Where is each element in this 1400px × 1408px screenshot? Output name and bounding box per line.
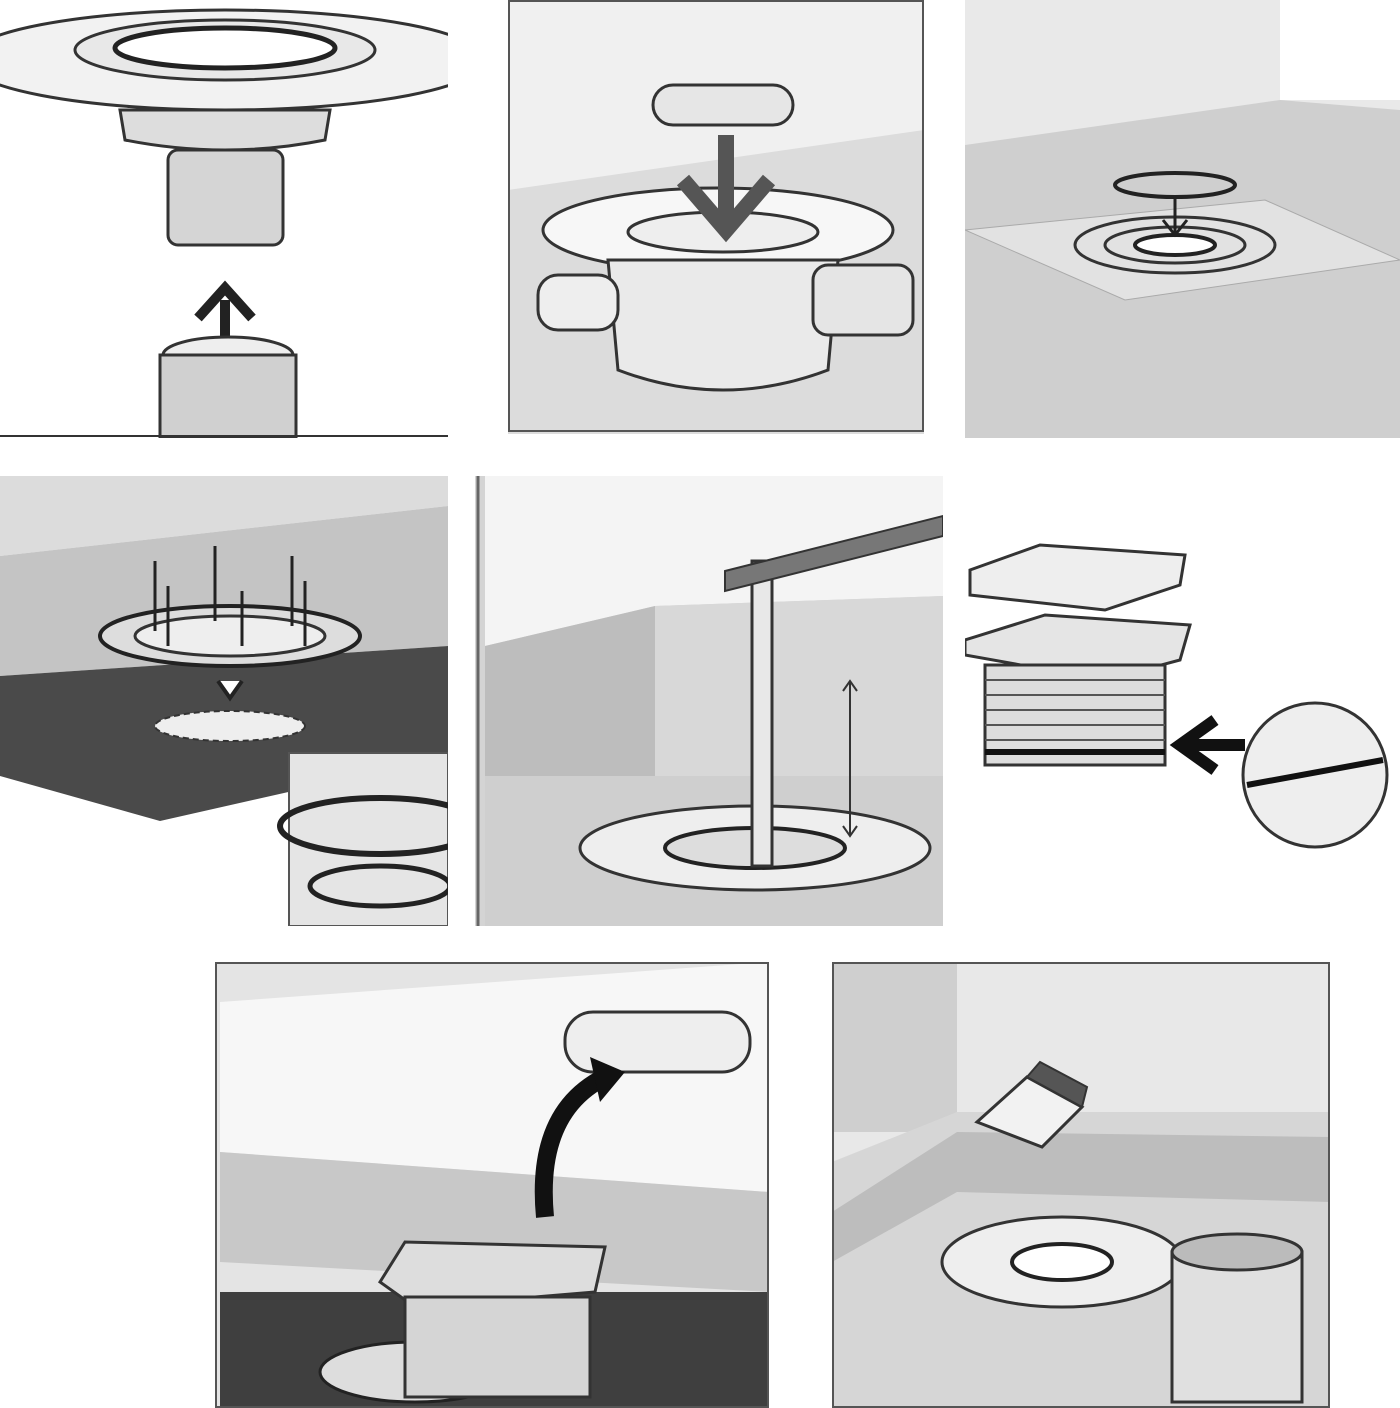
step-3-place-ring-illustration bbox=[965, 0, 1400, 438]
grating bbox=[968, 543, 1187, 612]
screws bbox=[153, 546, 307, 646]
threaded-body bbox=[403, 1295, 592, 1399]
measuring-rule bbox=[750, 559, 774, 868]
height-dimension-arrow bbox=[842, 679, 858, 838]
sealant-bucket bbox=[1170, 1250, 1304, 1404]
protective-cap bbox=[651, 83, 795, 127]
arrow-down-icon bbox=[676, 135, 776, 243]
arrow-curved-up-icon bbox=[534, 1068, 610, 1218]
step-1-connect-pipe-illustration bbox=[0, 0, 448, 438]
step-6-grating-assembly-illustration bbox=[965, 530, 1395, 860]
step-7-remove-cap-illustration bbox=[215, 962, 769, 1408]
straight-edge bbox=[724, 514, 943, 593]
threaded-body bbox=[983, 663, 1167, 767]
drain-outlet bbox=[166, 148, 285, 247]
step-2-insert-cap-illustration bbox=[508, 0, 924, 434]
arrow-down-icon bbox=[1161, 195, 1189, 238]
step-5-measure-height-illustration bbox=[475, 476, 943, 926]
arrow-down-icon bbox=[216, 679, 244, 702]
pipe bbox=[158, 353, 298, 438]
arrow-left-icon bbox=[1169, 715, 1245, 775]
step-8-apply-sealant-illustration bbox=[832, 962, 1330, 1408]
step-4-screw-flange-illustration bbox=[0, 476, 448, 926]
protective-cap bbox=[563, 1010, 752, 1074]
